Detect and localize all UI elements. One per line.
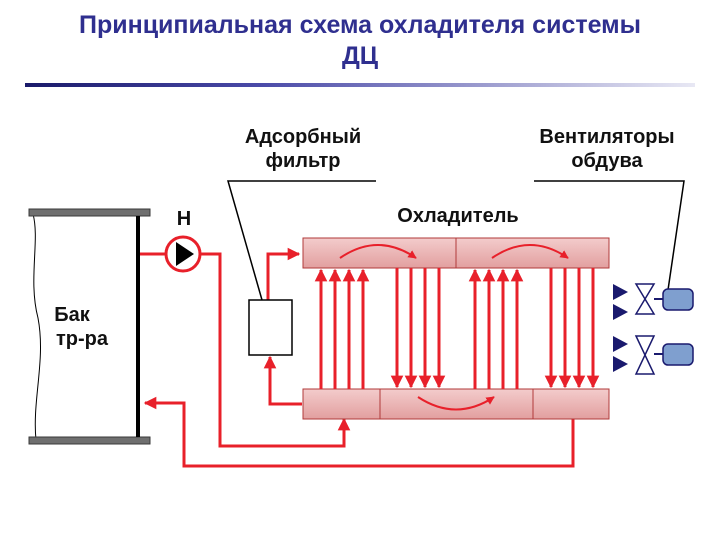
fan-motor-icon [662,288,694,311]
cooler-tubes [314,268,600,389]
fans-label-1: Вентиляторы [539,126,674,148]
adsorption-filter [248,299,293,356]
filter-label-1: Адсорбный [245,126,361,148]
pipe-return-to-tank [143,396,575,468]
cooler-label: Охладитель [397,205,518,227]
tubes-up-right [468,268,524,389]
pipe-pump-to-bottom-header [200,252,351,448]
bottom-header [302,388,610,420]
title-line-2: ДЦ [341,42,379,70]
pipe-filter-to-top-header [266,247,301,300]
tank-label-1: Бак [54,304,90,326]
tubes-down-left [390,268,446,389]
fan-lower [613,335,694,375]
fan-motor-icon [662,343,694,366]
title-underline [25,83,695,87]
fan-blade-icon [634,335,656,375]
fans-callout [534,180,685,291]
tank-label-2: тр-ра [56,328,109,350]
top-header [302,237,610,269]
filter-callout [227,180,376,301]
page-title: Принципиальная схема охладителя системы … [0,10,720,72]
tubes-up-left [314,268,370,389]
pump: Н [164,208,202,273]
callout-lines [227,180,685,301]
tank: Бак тр-ра [28,208,151,445]
pipes [140,247,575,468]
tank-top-plate [28,208,151,217]
fans-label-2: обдува [571,150,643,172]
pipe-bottom-header-to-filter [263,355,302,406]
filter-label-2: фильтр [265,150,340,172]
tank-bottom-plate [28,436,151,445]
title-line-1: Принципиальная схема охладителя системы [78,11,642,39]
tubes-down-right [544,268,600,389]
pump-label: Н [177,208,191,230]
fan-upper [613,283,694,320]
fan-blade-icon [634,283,656,315]
